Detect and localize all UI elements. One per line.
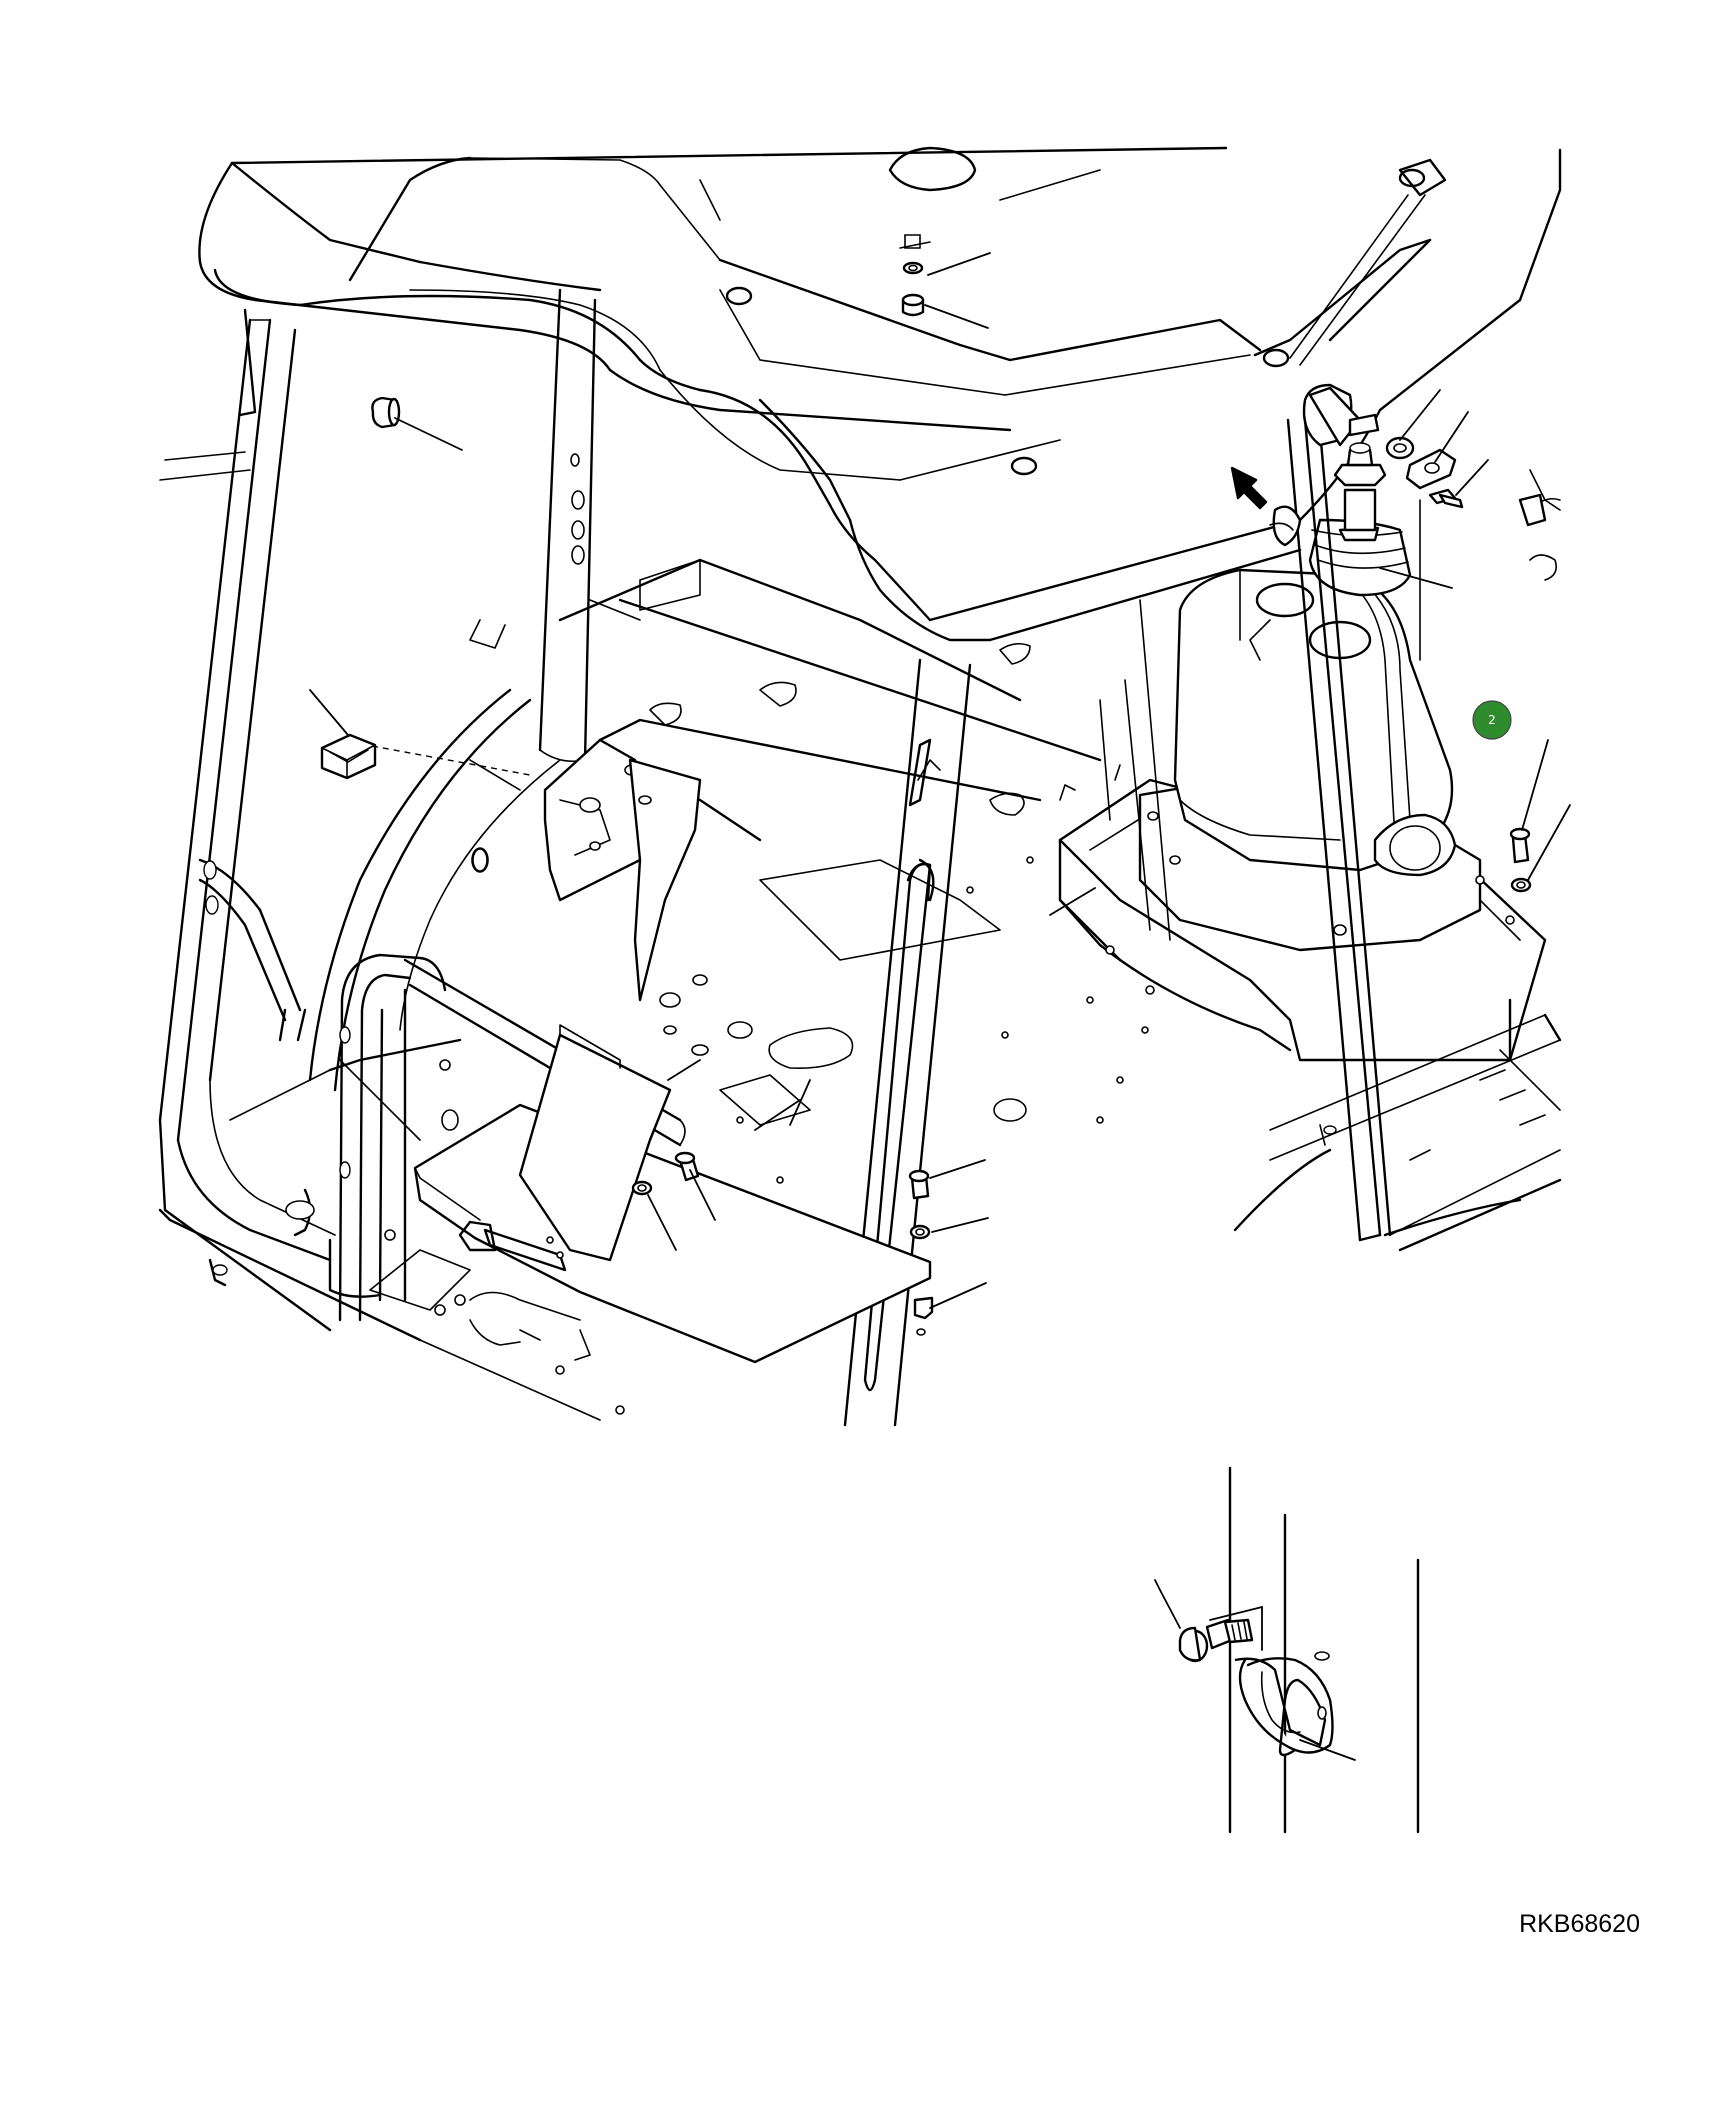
cab-right-side — [1100, 420, 1560, 1250]
cab-pillar-inner — [540, 290, 595, 761]
cab-frame-left — [160, 310, 380, 1330]
cab-floor-plate — [470, 560, 1148, 1183]
toolbox-lid-plate — [415, 1025, 930, 1362]
drawing-code: RKB68620 — [1519, 1910, 1640, 1938]
callout-2-label: 2 — [1488, 713, 1496, 727]
cab-bracket-left — [545, 740, 700, 1000]
callout-2[interactable]: 2 — [1473, 701, 1511, 739]
exploded-fasteners — [322, 235, 1530, 1335]
leader-lines — [310, 253, 1570, 1308]
callout-2-marker[interactable] — [1473, 701, 1511, 739]
grab-handle — [908, 860, 933, 900]
detail-coat-hook — [1155, 1468, 1418, 1832]
